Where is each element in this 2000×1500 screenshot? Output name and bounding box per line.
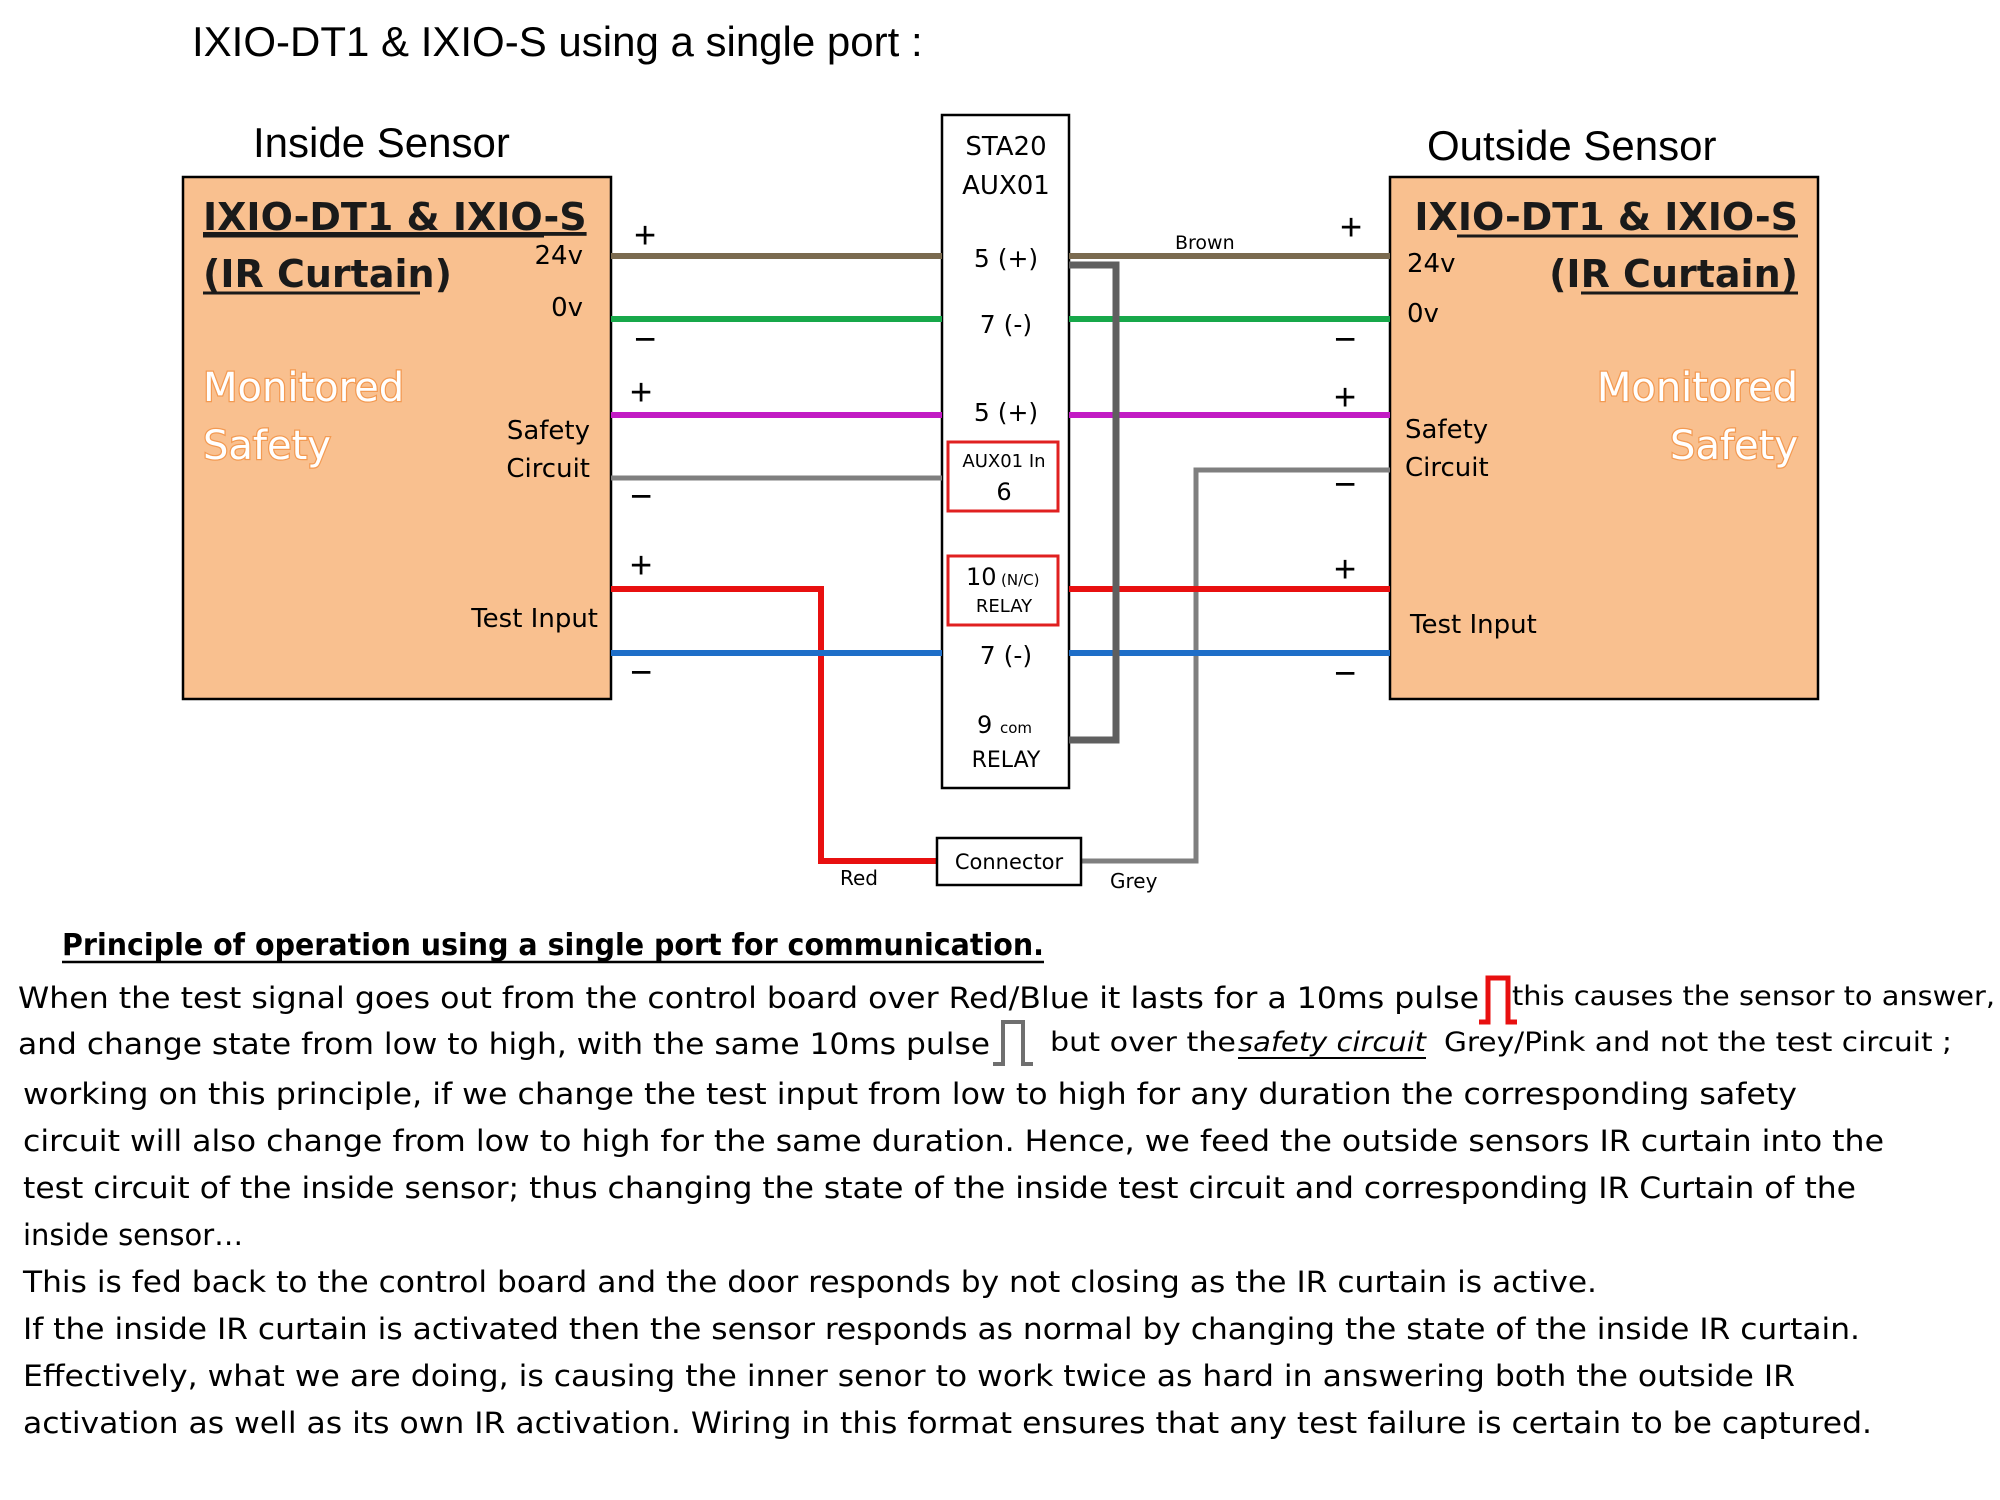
aux-in-highlight — [946, 440, 1060, 513]
outside-monitored: Monitored — [1597, 365, 1798, 411]
outside-test-minus: − — [1334, 653, 1356, 695]
controller-name-2: AUX01 — [962, 171, 1050, 201]
outside-24v-plus: + — [1340, 207, 1362, 249]
outside-sensor-heading: Outside Sensor — [1427, 122, 1717, 169]
outside-safety-label-1: Safety — [1405, 415, 1488, 445]
explanation-line-1b: this causes the sensor to answer, — [1512, 981, 1995, 1012]
explanation-line-10: activation as well as its own IR activat… — [23, 1406, 1872, 1440]
inside-0v-label: 0v — [551, 293, 583, 323]
outside-0v-label: 0v — [1407, 299, 1439, 329]
inside-test-input-label: Test Input — [470, 604, 598, 634]
explanation-line-6: inside sensor… — [23, 1218, 243, 1252]
terminal-7-power: 7 (-) — [980, 310, 1032, 339]
inside-model-line2: (IR Curtain) — [203, 252, 452, 296]
inside-test-minus: − — [630, 652, 652, 694]
pulse-icon-red — [1479, 975, 1517, 1025]
aux-in-terminal: 6 — [996, 478, 1011, 506]
explanation-line-2c: safety circuit — [1238, 1027, 1428, 1058]
wire-label-grey: Grey — [1110, 869, 1158, 893]
outside-model-line2: (IR Curtain) — [1549, 252, 1798, 296]
terminal-7-test: 7 (-) — [980, 641, 1032, 670]
connector-box — [935, 836, 1083, 887]
inside-0v-minus: − — [634, 319, 656, 361]
outside-safety-label-2: Circuit — [1405, 453, 1489, 483]
wire-relay-jumper — [1069, 261, 1120, 744]
outside-safety: Safety — [1670, 423, 1798, 469]
page-title: IXIO-DT1 & IXIO-S using a single port : — [192, 18, 923, 65]
inside-test-plus: + — [630, 545, 652, 587]
relay-nc-terminal: 10 — [966, 563, 997, 591]
inside-safety-label-1: Safety — [507, 416, 590, 446]
outside-24v-label: 24v — [1407, 249, 1455, 279]
inside-24v-label: 24v — [535, 241, 583, 271]
outside-model-line1: IXIO-DT1 & IXIO-S — [1414, 195, 1798, 239]
inside-monitored: Monitored — [203, 365, 404, 411]
explanation-line-2a: and change state from low to high, with … — [18, 1027, 990, 1061]
inside-safety-minus: − — [630, 476, 652, 518]
wire-label-red: Red — [840, 866, 878, 890]
inside-safety-plus: + — [630, 372, 652, 414]
explanation-line-7: This is fed back to the control board an… — [22, 1265, 1597, 1299]
outside-test-input-label: Test Input — [1409, 610, 1537, 640]
explanation-line-2b: but over the — [1050, 1027, 1236, 1058]
terminal-5-power: 5 (+) — [974, 244, 1038, 273]
relay-com-tag: com — [1000, 719, 1032, 737]
outside-sensor-box — [1388, 175, 1820, 701]
outside-test-plus: + — [1334, 549, 1356, 591]
explanation-line-5: test circuit of the inside sensor; thus … — [23, 1171, 1856, 1205]
outside-safety-plus: + — [1334, 377, 1356, 419]
relay-nc-highlight — [946, 554, 1060, 627]
inside-24v-plus: + — [634, 215, 656, 257]
controller-box — [940, 113, 1071, 790]
inside-safety: Safety — [203, 423, 331, 469]
explanation-line-8: If the inside IR curtain is activated th… — [23, 1312, 1860, 1346]
outside-safety-minus: − — [1334, 464, 1356, 506]
outside-0v-minus: − — [1334, 319, 1356, 361]
wire-grey-right — [1081, 467, 1390, 864]
pulse-icon-grey — [993, 1020, 1033, 1066]
explanation-line-9: Effectively, what we are doing, is causi… — [23, 1359, 1795, 1393]
relay-com-label: RELAY — [972, 748, 1041, 773]
explanation-line-1a: When the test signal goes out from the c… — [18, 981, 1479, 1015]
relay-nc-label: RELAY — [976, 596, 1033, 617]
wire-label-brown: Brown — [1175, 232, 1235, 254]
wire-red-left — [611, 586, 937, 864]
inside-sensor-heading: Inside Sensor — [253, 119, 510, 166]
relay-com-terminal: 9 — [977, 711, 992, 739]
explanation-line-2d: Grey/Pink and not the test circuit ; — [1444, 1027, 1952, 1058]
explanation-heading: Principle of operation using a single po… — [62, 928, 1044, 963]
controller-name-1: STA20 — [965, 132, 1046, 162]
inside-model-line1: IXIO-DT1 & IXIO-S — [203, 195, 587, 239]
aux-in-label: AUX01 In — [962, 451, 1045, 472]
terminal-5-safety: 5 (+) — [974, 398, 1038, 427]
inside-sensor-box — [181, 175, 613, 701]
explanation-line-4: circuit will also change from low to hig… — [23, 1124, 1884, 1158]
explanation-line-3: working on this principle, if we change … — [23, 1077, 1797, 1111]
connector-label: Connector — [955, 850, 1064, 874]
inside-safety-label-2: Circuit — [506, 454, 590, 484]
relay-nc-tag: (N/C) — [1001, 571, 1039, 589]
